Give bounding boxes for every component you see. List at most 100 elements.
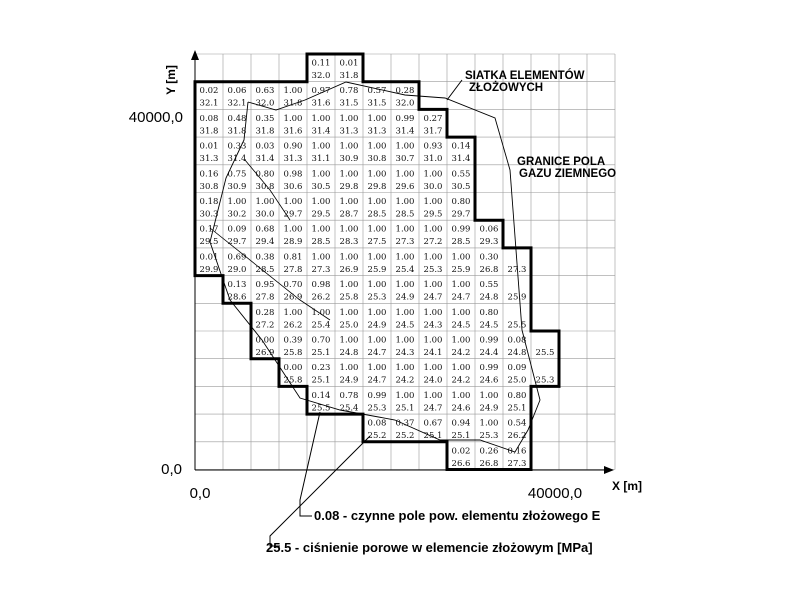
cell-active-area: 1.00 [340,114,359,124]
cell-active-area: 0.33 [228,142,247,152]
annotation-siatka-line2: ZŁOŻOWYCH [469,81,543,94]
cell-active-area: 0.98 [312,280,331,290]
cell-pore-pressure: 24.7 [452,293,471,303]
cell-active-area: 0.16 [200,169,219,179]
cell-active-area: 1.00 [368,169,387,179]
cell-pore-pressure: 31.8 [256,126,275,136]
cell-pore-pressure: 27.3 [508,459,527,469]
cell-pore-pressure: 31.8 [228,126,247,136]
cell-pore-pressure: 31.4 [228,154,247,164]
cell-pore-pressure: 24.7 [368,348,387,358]
cell-active-area: 0.67 [424,419,443,429]
cell-pore-pressure: 31.3 [284,154,303,164]
cell-active-area: 0.11 [312,59,331,69]
cell-pore-pressure: 27.2 [424,237,443,247]
x-axis-arrow-icon [604,466,614,474]
cell-pore-pressure: 30.6 [284,182,303,192]
cell-pore-pressure: 25.5 [508,320,527,330]
cell-pore-pressure: 30.0 [424,182,443,192]
cell-active-area: 1.00 [368,142,387,152]
cell-pore-pressure: 31.4 [312,126,331,136]
cell-pore-pressure: 24.2 [396,376,415,386]
cell-active-area: 0.13 [228,280,247,290]
cell-active-area: 1.00 [452,280,471,290]
cell-pore-pressure: 25.8 [340,293,359,303]
cell-pore-pressure: 27.8 [284,265,303,275]
cell-pore-pressure: 25.9 [368,265,387,275]
cell-pore-pressure: 28.5 [396,210,415,220]
cell-active-area: 0.09 [508,363,527,373]
cell-active-area: 1.00 [312,114,331,124]
cell-pore-pressure: 27.8 [256,293,275,303]
cell-active-area: 0.80 [480,308,499,318]
cell-active-area: 0.30 [480,252,499,262]
cell-pore-pressure: 25.3 [536,376,555,386]
cell-active-area: 0.54 [508,419,527,429]
cell-active-area: 1.00 [396,336,415,346]
cell-pore-pressure: 26.2 [508,431,527,441]
cell-pore-pressure: 28.5 [312,237,331,247]
cell-active-area: 1.00 [284,197,303,207]
element-grid-values: 0.1132.00.0131.80.0232.10.0632.10.6332.0… [200,59,555,469]
cell-pore-pressure: 31.4 [256,154,275,164]
cell-active-area: 0.99 [480,336,499,346]
cell-active-area: 1.00 [452,391,471,401]
cell-active-area: 1.00 [396,197,415,207]
cell-pore-pressure: 24.6 [452,403,471,413]
cell-pore-pressure: 25.1 [424,431,443,441]
cell-active-area: 0.17 [200,225,219,235]
x-tick-40000: 40000,0 [528,485,582,502]
cell-pore-pressure: 30.9 [228,182,247,192]
cell-active-area: 0.97 [312,86,331,96]
cell-pore-pressure: 31.3 [368,126,387,136]
cell-pore-pressure: 28.5 [452,237,471,247]
cell-active-area: 1.00 [368,225,387,235]
cell-active-area: 0.99 [396,114,415,124]
cell-pore-pressure: 32.1 [200,99,219,109]
cell-active-area: 1.00 [424,197,443,207]
cell-pore-pressure: 24.9 [340,376,359,386]
cell-pore-pressure: 29.9 [200,265,219,275]
cell-active-area: 0.14 [312,391,331,401]
cell-active-area: 0.00 [256,336,275,346]
cell-active-area: 0.39 [284,336,303,346]
cell-active-area: 0.03 [256,142,275,152]
cell-active-area: 0.48 [228,114,247,124]
cell-active-area: 1.00 [480,419,499,429]
cell-active-area: 0.80 [452,197,471,207]
cell-active-area: 1.00 [312,169,331,179]
cell-pore-pressure: 28.5 [368,210,387,220]
cell-active-area: 0.70 [284,280,303,290]
y-axis-label: Y [m] [164,65,178,95]
cell-active-area: 0.99 [480,363,499,373]
cell-active-area: 1.00 [340,308,359,318]
cell-active-area: 0.78 [340,86,359,96]
cell-pore-pressure: 25.4 [340,403,359,413]
cell-pore-pressure: 25.1 [508,403,527,413]
cell-pore-pressure: 29.0 [228,265,247,275]
cell-active-area: 1.00 [424,336,443,346]
cell-active-area: 0.63 [256,86,275,96]
cell-pore-pressure: 29.5 [312,210,331,220]
cell-pore-pressure: 31.8 [340,71,359,81]
cell-active-area: 0.99 [368,391,387,401]
cell-pore-pressure: 25.3 [368,403,387,413]
cell-pore-pressure: 31.6 [312,99,331,109]
cell-pore-pressure: 31.0 [424,154,443,164]
cell-active-area: 1.00 [312,225,331,235]
cell-pore-pressure: 31.6 [284,126,303,136]
cell-active-area: 1.00 [424,308,443,318]
cell-pore-pressure: 27.5 [368,237,387,247]
cell-pore-pressure: 24.9 [396,293,415,303]
cell-pore-pressure: 25.8 [284,376,303,386]
cell-active-area: 0.93 [424,142,443,152]
cell-pore-pressure: 30.8 [368,154,387,164]
annotation-siatka-leader [446,79,463,101]
cell-pore-pressure: 25.0 [508,376,527,386]
cell-pore-pressure: 25.5 [312,403,331,413]
cell-active-area: 0.23 [312,363,331,373]
cell-pore-pressure: 30.5 [312,182,331,192]
cell-pore-pressure: 25.2 [368,431,387,441]
cell-active-area: 1.00 [452,336,471,346]
